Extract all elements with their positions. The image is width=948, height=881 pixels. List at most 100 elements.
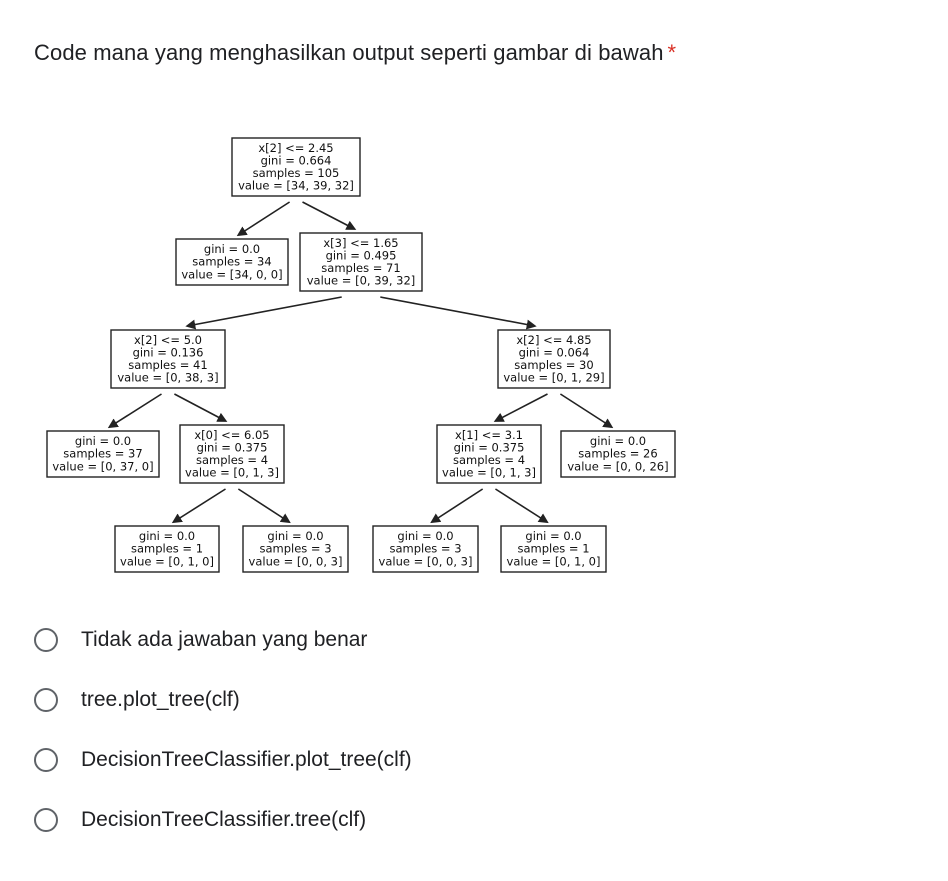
tree-node-box bbox=[497, 329, 611, 389]
tree-node-line: value = [34, 0, 0] bbox=[181, 267, 282, 281]
tree-node-box bbox=[179, 424, 285, 484]
tree-edge-arrow bbox=[430, 488, 484, 524]
tree-node-line: gini = 0.064 bbox=[519, 345, 590, 359]
tree-edges bbox=[107, 201, 614, 524]
tree-node-line: value = [0, 0, 3] bbox=[379, 554, 473, 568]
tree-edge-arrow bbox=[107, 393, 162, 429]
tree-node-line: gini = 0.495 bbox=[326, 248, 397, 262]
tree-node-line: gini = 0.664 bbox=[261, 153, 332, 167]
tree-node-line: samples = 105 bbox=[253, 166, 340, 180]
tree-node-line: gini = 0.0 bbox=[204, 242, 260, 256]
tree-node-line: samples = 26 bbox=[578, 447, 657, 461]
tree-node-line: value = [0, 1, 29] bbox=[503, 371, 604, 385]
tree-node-line: gini = 0.0 bbox=[590, 434, 646, 448]
tree-node-line: x[3] <= 1.65 bbox=[323, 236, 398, 250]
tree-node-line: value = [0, 1, 0] bbox=[120, 554, 214, 568]
tree-node-line: samples = 71 bbox=[321, 261, 400, 275]
tree-node-line: value = [0, 37, 0] bbox=[52, 459, 153, 473]
tree-node-line: x[2] <= 2.45 bbox=[258, 141, 333, 155]
option-label: DecisionTreeClassifier.tree(clf) bbox=[81, 808, 367, 831]
tree-node-line: samples = 37 bbox=[63, 447, 142, 461]
tree-edge-arrow bbox=[495, 488, 549, 524]
tree-node-line: samples = 3 bbox=[389, 542, 461, 556]
tree-node-line: gini = 0.0 bbox=[139, 529, 195, 543]
tree-node-line: value = [0, 1, 3] bbox=[185, 466, 279, 480]
tree-node-box bbox=[560, 430, 676, 478]
option-tidak-ada-jawaban[interactable]: Tidak ada jawaban yang benar bbox=[34, 625, 367, 655]
tree-node-line: samples = 4 bbox=[196, 453, 268, 467]
tree-edge-arrow bbox=[559, 393, 614, 429]
tree-node-line: gini = 0.0 bbox=[525, 529, 581, 543]
tree-node-line: x[1] <= 3.1 bbox=[455, 428, 523, 442]
tree-edge-arrow bbox=[174, 393, 228, 422]
option-label: Tidak ada jawaban yang benar bbox=[81, 628, 368, 651]
tree-node-line: x[0] <= 6.05 bbox=[194, 428, 269, 442]
radio-button[interactable] bbox=[34, 748, 58, 772]
tree-node-line: samples = 3 bbox=[259, 542, 331, 556]
required-asterisk: * bbox=[667, 40, 677, 65]
tree-node-line: x[2] <= 4.85 bbox=[516, 333, 591, 347]
option-label: tree.plot_tree(clf) bbox=[81, 688, 240, 711]
tree-node-line: gini = 0.375 bbox=[197, 440, 268, 454]
tree-node-line: x[2] <= 5.0 bbox=[134, 333, 202, 347]
question-title: Code mana yang menghasilkan output seper… bbox=[34, 40, 676, 66]
tree-node-line: samples = 1 bbox=[131, 542, 203, 556]
tree-node-line: samples = 41 bbox=[128, 358, 207, 372]
tree-node-line: gini = 0.136 bbox=[133, 345, 204, 359]
tree-node-line: gini = 0.0 bbox=[397, 529, 453, 543]
tree-node-line: value = [0, 0, 3] bbox=[249, 554, 343, 568]
radio-button[interactable] bbox=[34, 628, 58, 652]
tree-node-line: value = [0, 39, 32] bbox=[307, 274, 416, 288]
option-label: DecisionTreeClassifier.plot_tree(clf) bbox=[81, 748, 412, 771]
tree-edge-arrow bbox=[236, 201, 291, 237]
option-tree-plot-tree[interactable]: tree.plot_tree(clf) bbox=[34, 685, 240, 715]
tree-edge-arrow bbox=[171, 488, 226, 524]
tree-node-line: value = [0, 38, 3] bbox=[117, 371, 218, 385]
tree-node-box bbox=[110, 329, 226, 389]
tree-edge-arrow bbox=[493, 393, 548, 422]
tree-node-line: samples = 4 bbox=[453, 453, 525, 467]
option-decisiontreeclassifier-tree[interactable]: DecisionTreeClassifier.tree(clf) bbox=[34, 805, 366, 835]
tree-node-box bbox=[299, 232, 423, 292]
radio-button[interactable] bbox=[34, 688, 58, 712]
tree-node-line: value = [0, 1, 3] bbox=[442, 466, 536, 480]
tree-node-box bbox=[436, 424, 542, 484]
tree-node-box bbox=[46, 430, 160, 478]
tree-node-box bbox=[231, 137, 361, 197]
tree-node-box bbox=[114, 525, 220, 573]
radio-button[interactable] bbox=[34, 808, 58, 832]
tree-node-line: gini = 0.375 bbox=[454, 440, 525, 454]
tree-node-line: value = [0, 0, 26] bbox=[567, 459, 668, 473]
tree-node-box bbox=[242, 525, 349, 573]
tree-node-line: samples = 30 bbox=[514, 358, 593, 372]
tree-node-line: value = [34, 39, 32] bbox=[238, 179, 354, 193]
tree-node-box bbox=[372, 525, 479, 573]
tree-edge-arrow bbox=[380, 296, 537, 330]
tree-node-line: samples = 1 bbox=[517, 542, 589, 556]
tree-edge-arrow bbox=[185, 296, 342, 330]
tree-node-line: samples = 34 bbox=[192, 255, 271, 269]
tree-edge-arrow bbox=[237, 488, 291, 524]
tree-node-line: gini = 0.0 bbox=[267, 529, 323, 543]
tree-edge-arrow bbox=[302, 201, 357, 230]
tree-node-line: value = [0, 1, 0] bbox=[507, 554, 601, 568]
tree-node-box bbox=[175, 238, 289, 286]
option-decisiontreeclassifier-plot-tree[interactable]: DecisionTreeClassifier.plot_tree(clf) bbox=[34, 745, 412, 775]
question-text: Code mana yang menghasilkan output seper… bbox=[34, 40, 664, 65]
tree-node-line: gini = 0.0 bbox=[75, 434, 131, 448]
